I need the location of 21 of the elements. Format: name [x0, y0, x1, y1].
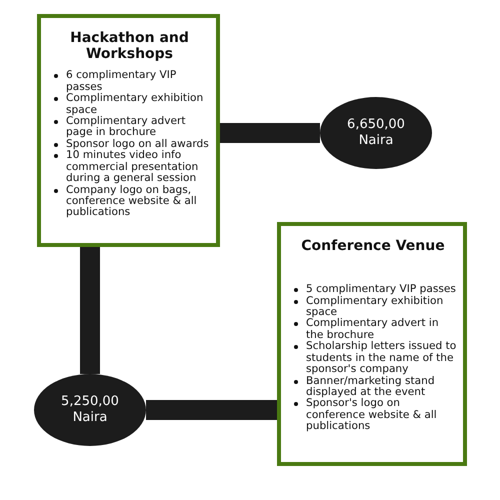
bullet-item: Sponsor's logo on conference website & all publications	[306, 398, 438, 433]
bullet-item: 10 minutes video info commercial presentation during a general session	[66, 150, 200, 185]
connector-bar	[146, 400, 277, 420]
bullet-item: Complimentary exhibition space	[306, 296, 444, 318]
info-card	[277, 222, 467, 466]
bullet-item: 6 complimentary VIP passes	[66, 70, 178, 93]
bullet-item: Complimentary advert in the brochure	[306, 318, 440, 341]
card-heading: Conference Venue	[300, 238, 446, 254]
bullet-item: Scholarship letters issued to students in the name of the sponsor's company	[306, 341, 457, 376]
connector-bar	[220, 123, 320, 143]
info-card	[37, 14, 220, 247]
bullet-item: Company logo on bags, conference website & all publications	[66, 184, 198, 219]
bullet-item: 5 complimentary VIP passes	[306, 284, 456, 296]
bullet-item: Complimentary advert page in brochure	[66, 116, 187, 139]
bullet-item: Complimentary exhibition space	[66, 93, 204, 116]
bullet-item: Banner/marketing stand displayed at the event	[306, 376, 436, 398]
price-label: 5,250,00 Naira	[60, 394, 120, 426]
card-heading: Hackathon and Workshops	[69, 30, 190, 62]
price-label: 6,650,00 Naira	[346, 117, 406, 149]
connector-bar	[80, 247, 100, 374]
bullet-item: Sponsor logo on all awards	[66, 138, 209, 150]
